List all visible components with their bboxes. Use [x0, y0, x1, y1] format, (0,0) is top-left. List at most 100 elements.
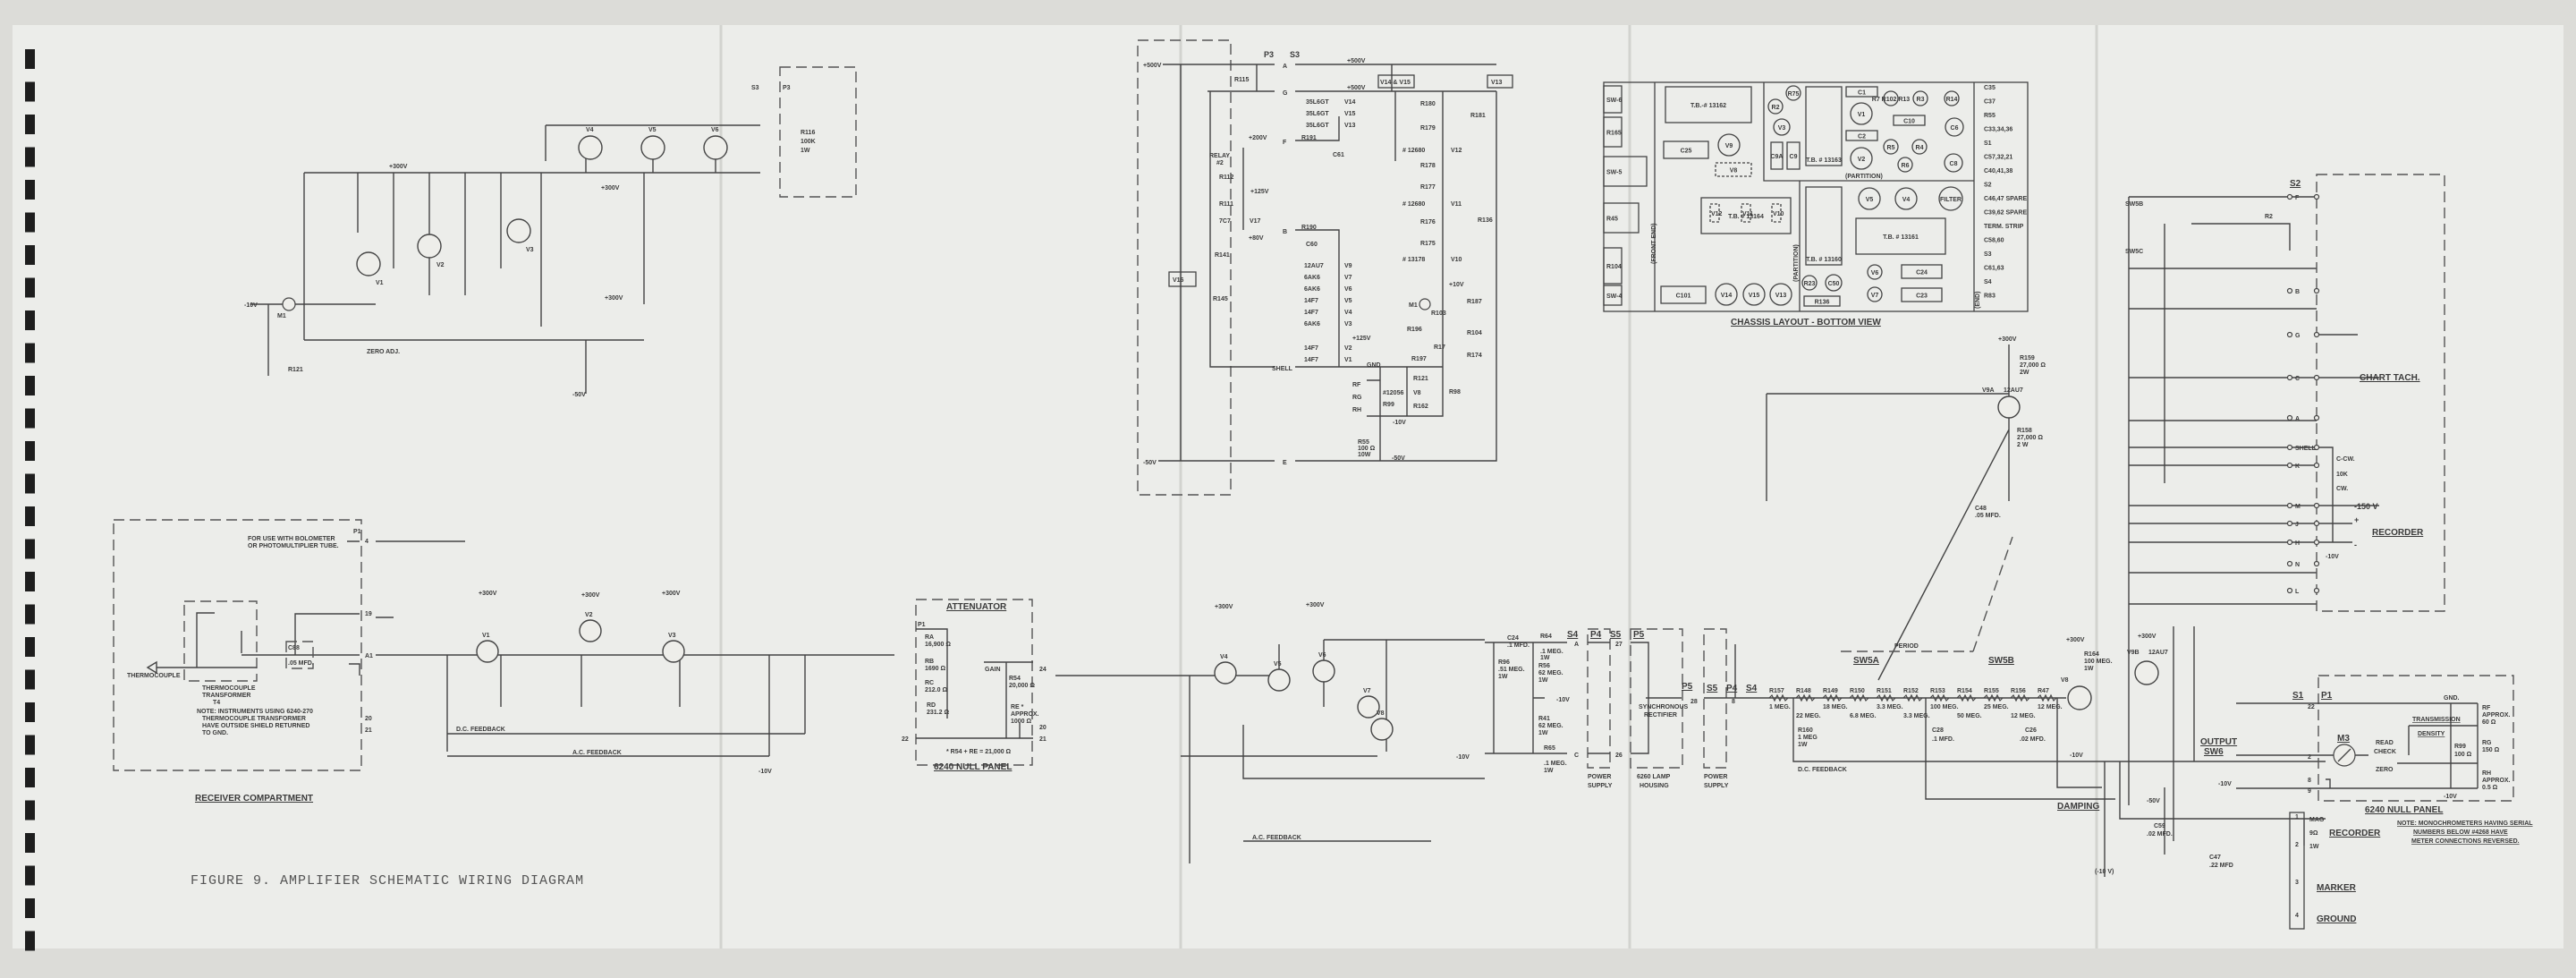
label: 62 MEG. [1538, 723, 1563, 729]
terminal [2313, 414, 2320, 421]
label: R41 [1538, 716, 1550, 722]
resistor-name: R149 [1823, 688, 1838, 694]
label: SUPPLY [1704, 783, 1729, 789]
label: 6AK6 [1304, 321, 1320, 327]
chassis-part-label: S1 [1984, 140, 1992, 147]
binder-hole [25, 637, 35, 657]
label: APPROX. [2482, 712, 2511, 719]
resistor [1822, 693, 1843, 702]
label: R56 [1538, 663, 1550, 669]
label: V15 [1344, 111, 1356, 117]
chassis-part [1742, 283, 1766, 306]
pin-label: P4 [1726, 684, 1738, 693]
pin-label: 4 [365, 539, 369, 545]
pin-label: H [2295, 540, 2300, 547]
label: R55 [1358, 439, 1369, 446]
binder-hole [25, 702, 35, 722]
label: V9B [2127, 650, 2140, 656]
label: R165 [1606, 131, 1622, 137]
resistor-name: R155 [1984, 688, 1999, 694]
label: R187 [1467, 299, 1482, 305]
label: 100 MEG. [2084, 659, 2113, 665]
voltage-tag: -10V [1456, 754, 1470, 761]
pin-label: 20 [1039, 725, 1046, 731]
pin-label: 19 [365, 611, 372, 617]
recorder-dashed-box [2316, 174, 2445, 612]
voltage-tag: -10V [2070, 753, 2083, 759]
label: A.C. FEEDBACK [1252, 835, 1301, 841]
label: .1 MEG. [1540, 649, 1563, 655]
label: R160 [1798, 727, 1813, 734]
pin-label: 27 [1615, 642, 1623, 648]
label: C2 [1858, 134, 1866, 140]
label: V7 [1871, 293, 1879, 299]
label: 10K [2336, 472, 2348, 478]
pin-label: F [1283, 140, 1287, 146]
label: 1W [2084, 666, 2094, 672]
voltage-tag: +300V [1215, 604, 1233, 610]
label: 212.0 Ω [925, 687, 947, 693]
terminal [2313, 331, 2320, 338]
binder-hole [25, 441, 35, 461]
label: C24 [1507, 635, 1519, 642]
tube-box-v16 [1168, 271, 1197, 287]
label: + [2354, 515, 2359, 524]
null-panel-dashed-box [2318, 675, 2514, 802]
chassis-part-label: C33,34,36 [1984, 127, 2012, 133]
voltage-tag: +300V [605, 295, 623, 302]
label: .02 MFD. [2147, 831, 2173, 838]
pin-label: P5 [1633, 630, 1645, 640]
label: R99 [2454, 744, 2466, 750]
pin-label: A [1574, 642, 1579, 648]
chassis-part-label: C35 [1984, 85, 1996, 91]
resistor-value: 6.8 MEG. [1850, 713, 1877, 719]
chassis-part-label: C61,63 [1984, 266, 2004, 272]
label: V13 [1491, 80, 1503, 86]
terminal [2286, 331, 2293, 338]
binder-hole [25, 343, 35, 363]
terminal [2313, 520, 2320, 527]
voltage-tag: +200V [1249, 135, 1267, 141]
chassis-part [1771, 203, 1782, 223]
resistor [1929, 693, 1950, 702]
label: CW. [2336, 486, 2348, 492]
tube-v1 [356, 251, 381, 276]
pin-label: 20 [365, 716, 372, 722]
label: C50 [1828, 281, 1840, 287]
resistor [2037, 693, 2057, 702]
meter-m1 [1419, 298, 1431, 310]
label: .1 MFD. [1507, 642, 1530, 649]
label: .02 MFD. [2020, 736, 2046, 743]
voltage-tag: +10V [1449, 282, 1464, 288]
terminal [2286, 587, 2293, 594]
chassis-part [1867, 264, 1883, 280]
binder-hole [25, 147, 35, 167]
label: 1W [2309, 844, 2319, 850]
tube-v8 [2067, 685, 2092, 710]
label: C25 [1681, 149, 1692, 155]
terminal [2313, 560, 2320, 567]
label: R177 [1420, 184, 1436, 191]
resistor-name: R154 [1957, 688, 1972, 694]
label: R2 [2265, 214, 2273, 220]
label: 100 Ω [1358, 446, 1376, 452]
tube-v7 [1357, 695, 1380, 719]
chassis-part [1893, 115, 1926, 126]
voltage-tag: +300V [662, 591, 681, 597]
label: R121 [288, 367, 303, 373]
terminal [2286, 444, 2293, 451]
figure-caption: FIGURE 9. AMPLIFIER SCHEMATIC WIRING DIA… [191, 873, 584, 889]
chassis-part [1855, 217, 1946, 255]
label: V16 [1173, 277, 1184, 284]
lamp-housing-box [1630, 628, 1683, 769]
label: V5 [648, 127, 657, 133]
label: POWER [1704, 774, 1727, 780]
label: V3 [526, 247, 534, 253]
label: R65 [1544, 745, 1555, 752]
chassis-part [1901, 264, 1943, 279]
label: 6260 LAMP [1637, 774, 1671, 780]
label: MARKER [2317, 883, 2357, 893]
chassis-part [1805, 86, 1843, 166]
label: R2 [1772, 105, 1780, 111]
binder-hole [25, 539, 35, 559]
